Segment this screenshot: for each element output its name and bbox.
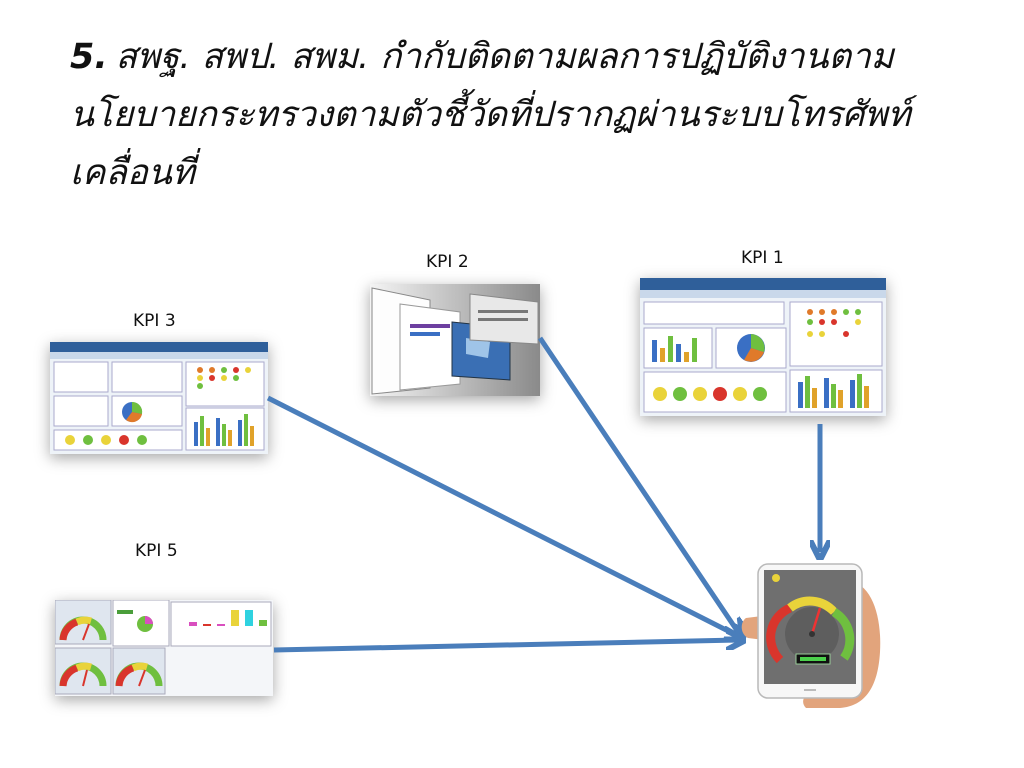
dashboard-screenshot-icon — [640, 278, 886, 413]
kpi-2-windows-image — [370, 284, 540, 396]
smartphone-in-hand-image — [740, 556, 896, 714]
kpi-2-label: KPI 2 — [426, 252, 469, 272]
kpi-5-label: KPI 5 — [135, 541, 178, 561]
kpi-1-label: KPI 1 — [741, 248, 784, 268]
kpi-1-dashboard-image — [640, 278, 886, 416]
smartphone-in-hand-icon — [741, 563, 881, 708]
kpi-5-gauge-dashboard-image — [55, 600, 273, 696]
kpi-3-dashboard-image — [50, 342, 268, 454]
slide-title: 5.สพฐ. สพป. สพม. กำกับติดตามผลการปฏิบัติ… — [70, 28, 970, 202]
gauge-dashboard-icon — [55, 600, 272, 695]
title-text: สพฐ. สพป. สพม. กำกับติดตามผลการปฏิบัติงา… — [70, 37, 911, 193]
windows-stack-icon — [370, 284, 540, 396]
kpi-3-label: KPI 3 — [133, 311, 176, 331]
arrow-kpi2-to-phone — [537, 336, 738, 632]
dashboard-screenshot-icon — [50, 342, 268, 451]
title-number: 5. — [70, 37, 108, 77]
arrow-kpi5-to-phone — [273, 640, 738, 653]
arrow-kpi3-to-phone — [266, 395, 738, 636]
